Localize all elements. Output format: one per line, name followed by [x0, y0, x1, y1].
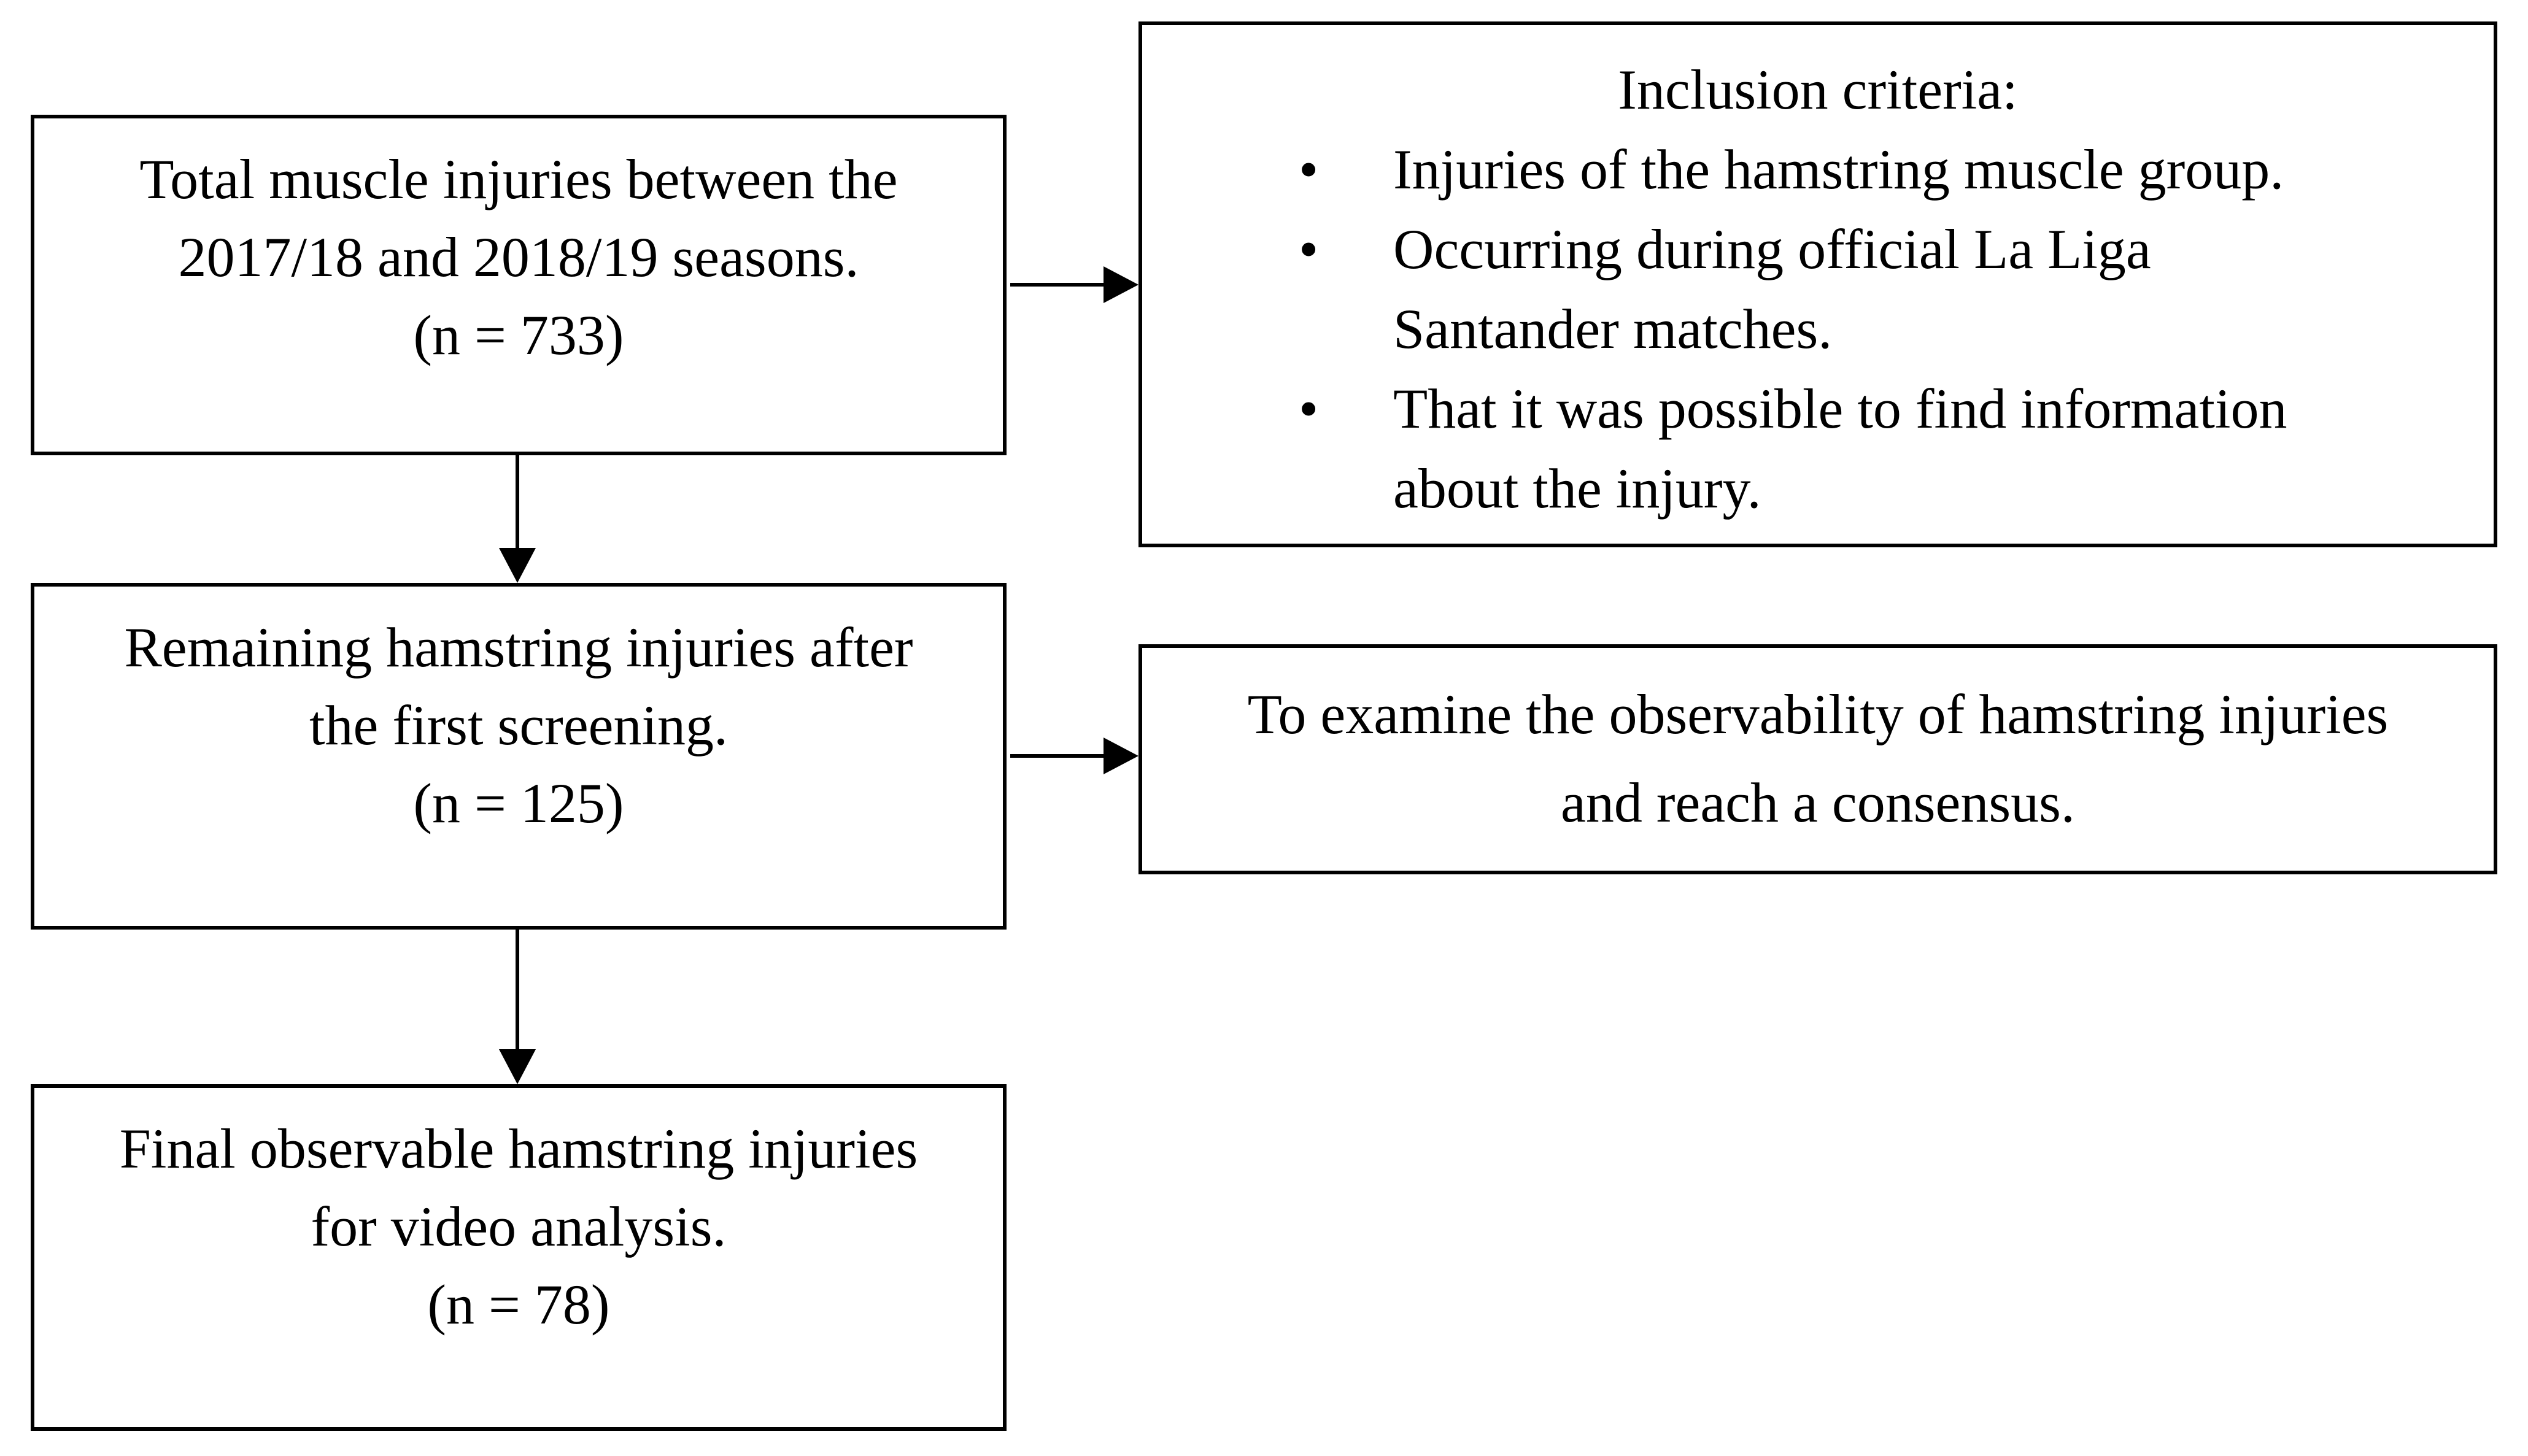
box-total-line-2: 2017/18 and 2018/19 seasons.	[178, 226, 859, 288]
inclusion-criteria-bullet-3: • That it was possible to find informati…	[1142, 369, 2494, 528]
arrowhead-right-icon	[1104, 738, 1138, 774]
bullet-2-line-2: Santander matches.	[1393, 298, 1833, 360]
arrowhead-down-icon	[499, 548, 536, 583]
box-final-observable-injuries: Final observable hamstring injuries for …	[31, 1084, 1007, 1431]
bullet-icon: •	[1299, 138, 1319, 201]
bullet-1-line-1: Injuries of the hamstring muscle group.	[1393, 138, 2284, 201]
box-final-line-1: Final observable hamstring injuries	[119, 1117, 918, 1180]
box-total-line-1: Total muscle injuries between the	[139, 148, 898, 210]
bullet-1-text: Injuries of the hamstring muscle group.	[1393, 129, 2284, 209]
bullet-3-line-1: That it was possible to find information	[1393, 377, 2287, 440]
inclusion-criteria-bullet-1: • Injuries of the hamstring muscle group…	[1142, 129, 2494, 209]
box-remaining-line-2: the first screening.	[309, 694, 729, 757]
arrow-total-to-inclusion	[1010, 283, 1105, 287]
box-total-muscle-injuries: Total muscle injuries between the 2017/1…	[31, 115, 1007, 455]
box-remaining-count: (n = 125)	[413, 772, 624, 834]
arrowhead-right-icon	[1104, 266, 1138, 303]
box-remaining-injuries: Remaining hamstring injuries after the f…	[31, 583, 1007, 930]
box-examine-observability: To examine the observability of hamstrin…	[1138, 644, 2497, 874]
bullet-icon: •	[1299, 218, 1319, 280]
box-total-count: (n = 733)	[413, 304, 624, 366]
arrow-total-to-remaining	[516, 455, 519, 549]
inclusion-criteria-bullet-2: • Occurring during official La Liga Sant…	[1142, 209, 2494, 369]
bullet-icon: •	[1299, 377, 1319, 440]
arrow-remaining-to-final	[516, 930, 519, 1050]
box-examine-line-1: To examine the observability of hamstrin…	[1247, 683, 2389, 745]
box-final-line-2: for video analysis.	[311, 1195, 727, 1258]
arrowhead-down-icon	[499, 1049, 536, 1084]
bullet-2-line-1: Occurring during official La Liga	[1393, 218, 2151, 280]
box-remaining-line-1: Remaining hamstring injuries after	[124, 616, 913, 679]
bullet-2-text: Occurring during official La Liga Santan…	[1393, 209, 2151, 369]
box-final-count: (n = 78)	[427, 1273, 610, 1336]
box-inclusion-criteria: Inclusion criteria: • Injuries of the ha…	[1138, 21, 2497, 547]
arrow-remaining-to-examine	[1010, 754, 1105, 758]
bullet-3-text: That it was possible to find information…	[1393, 369, 2287, 528]
inclusion-criteria-title: Inclusion criteria:	[1618, 58, 2018, 121]
box-examine-line-2: and reach a consensus.	[1561, 771, 2075, 834]
bullet-3-line-2: about the injury.	[1393, 457, 1761, 520]
